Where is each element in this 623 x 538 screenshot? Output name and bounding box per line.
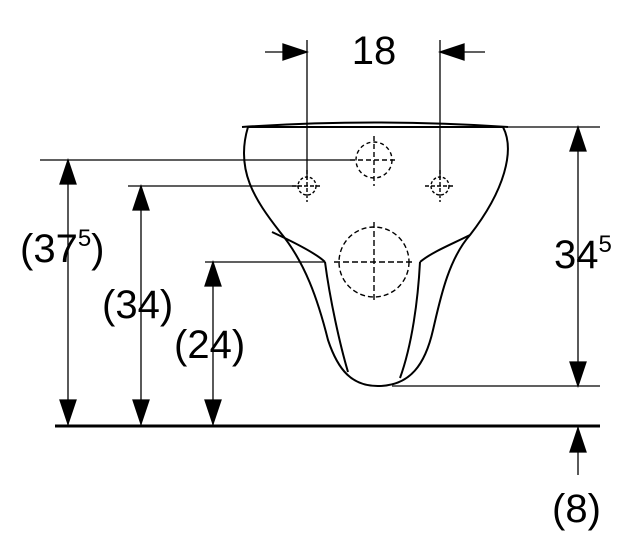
- dim-label-middle-height: (34): [102, 283, 173, 327]
- arrow-outer-up: [59, 157, 77, 185]
- dim-outer-sup: 5: [78, 225, 91, 252]
- arrow-right-down: [569, 361, 587, 389]
- arrow-middle-up: [132, 183, 150, 211]
- dim-right-sup: 5: [599, 231, 612, 258]
- arrow-outer-down: [59, 399, 77, 427]
- bowl-top-rim: [241, 121, 509, 128]
- dim-outer-main: (37: [20, 227, 78, 271]
- arrow-inner-up: [204, 259, 222, 287]
- arrow-middle-down: [132, 399, 150, 427]
- dimension-lines: [59, 43, 587, 475]
- dim-outer-close: ): [91, 227, 104, 271]
- bowl-right-rim-line: [419, 234, 471, 263]
- arrow-right-up: [569, 124, 587, 152]
- arrow-floor-gap: [569, 425, 587, 453]
- dim-label-right-height: 345: [554, 231, 612, 277]
- toilet-bowl: [241, 121, 509, 388]
- dim-label-outer-height: (375): [20, 225, 105, 271]
- bowl-outer-outline: [243, 126, 509, 388]
- dim-label-floor-gap: (8): [552, 487, 601, 531]
- arrow-top-left: [282, 43, 310, 61]
- bowl-left-rim-line: [271, 231, 326, 263]
- arrow-inner-down: [204, 399, 222, 427]
- arrow-top-right: [437, 43, 465, 61]
- dim-label-top-width: 18: [352, 29, 397, 73]
- dim-right-main: 34: [554, 233, 599, 277]
- extension-lines: [40, 40, 600, 387]
- bowl-inner-right: [399, 261, 421, 379]
- dim-label-inner-height: (24): [174, 323, 245, 367]
- bowl-inner-left: [324, 261, 349, 373]
- mounting-holes: [292, 136, 455, 302]
